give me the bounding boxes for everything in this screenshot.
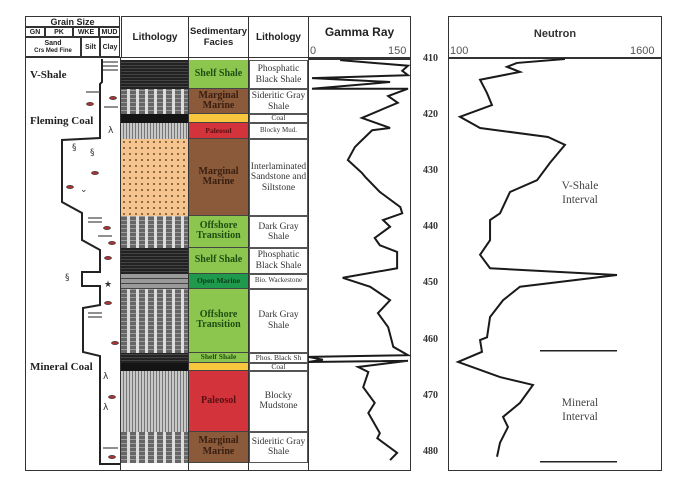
grain-sand-label: Sand — [44, 39, 62, 47]
gamma-ray-curve — [307, 59, 412, 461]
facies-unit: Marginal Marine — [189, 139, 248, 216]
neutron-header-divider — [448, 57, 662, 59]
grain-sand: Sand Crs Med Fine — [25, 37, 81, 57]
lithology-pattern-sandstone — [121, 139, 188, 216]
lithology-pattern-black-shale — [121, 352, 188, 363]
label-mineral-coal: Mineral Coal — [30, 361, 93, 373]
grain-sand-sub: Crs Med Fine — [34, 47, 72, 54]
gamma-max: 150 — [388, 45, 407, 57]
grain-size-outline — [61, 59, 120, 465]
mineral-interval-label: Mineral Interval — [561, 397, 599, 423]
siderite-nodule-icons — [66, 96, 119, 459]
grain-silt: Silt — [81, 37, 100, 57]
grain-mud: MUD — [99, 27, 120, 37]
lithology-description: Dark Gray Shale — [249, 288, 308, 353]
lithology-description: Bio. Wackestone — [249, 273, 308, 289]
facies-unit: Shelf Shale — [189, 60, 248, 90]
facies-unit — [189, 362, 248, 371]
depth-tick-label: 440 — [423, 221, 438, 233]
depth-tick-label: 430 — [423, 165, 438, 177]
lamination-icons — [86, 61, 118, 449]
lithology-description: Coal — [249, 114, 308, 123]
label-v-shale: V-Shale — [30, 69, 67, 81]
lithology-description: Phos. Black Sh — [249, 352, 308, 363]
lithology-pattern-coal — [121, 113, 188, 123]
lithology-pattern-black-shale — [121, 60, 188, 90]
lithology-pattern-mudstone — [121, 370, 188, 432]
depth-tick-label: 480 — [423, 445, 438, 457]
lithology-description: Interlaminated Sandstone and Siltstone — [249, 139, 308, 216]
lithology-description: Sideritic Gray Shale — [249, 89, 308, 114]
svg-text:⌄: ⌄ — [80, 185, 88, 195]
grain-clay: Clay — [100, 37, 120, 57]
lithology-pattern-black-shale — [121, 247, 188, 274]
facies-unit: Marginal Marine — [189, 431, 248, 463]
svg-text:★: ★ — [104, 280, 112, 290]
lithology-pattern-gray-shale — [121, 89, 188, 114]
lithology-pattern-coal — [121, 362, 188, 371]
label-fleming-coal: Fleming Coal — [30, 115, 94, 127]
lithology-description: Sideritic Gray Shale — [249, 431, 308, 463]
facies-unit: Shelf Shale — [189, 352, 248, 363]
lithology-description: Coal — [249, 362, 308, 371]
svg-text:§: § — [65, 273, 70, 283]
lithology-pattern-gray-shale — [121, 288, 188, 353]
neutron-min: 100 — [450, 45, 469, 57]
neutron-max: 1600 — [630, 45, 655, 57]
lithology-description: Blocky Mudstone — [249, 370, 308, 432]
svg-text:§: § — [90, 148, 95, 158]
lithology-description: Blocky Mud. — [249, 122, 308, 140]
grain-pk: PK — [45, 27, 73, 37]
lithology-description: Phosphatic Black Shale — [249, 60, 308, 90]
facies-unit: Shelf Shale — [189, 247, 248, 274]
depth-tick-label: 410 — [423, 53, 438, 64]
gamma-header: Gamma Ray — [308, 16, 411, 58]
depth-tick-label: 470 — [423, 389, 438, 401]
lithology-pattern-limestone — [121, 273, 188, 289]
facies-unit — [189, 113, 248, 123]
v-shale-interval-label: V-Shale Interval — [561, 180, 599, 206]
lithology-description: Phosphatic Black Shale — [249, 247, 308, 274]
grain-gn: GN — [25, 27, 45, 37]
lithology-pattern-gray-shale — [121, 215, 188, 248]
facies-unit: Marginal Marine — [189, 89, 248, 114]
neutron-header: Neutron — [533, 28, 577, 40]
neutron-curve — [455, 58, 618, 457]
gamma-min: 0 — [310, 45, 317, 57]
lithology-description: Dark Gray Shale — [249, 215, 308, 248]
neutron-track — [448, 16, 662, 471]
facies-unit: Offshore Transition — [189, 288, 248, 353]
facies-unit: Offshore Transition — [189, 215, 248, 248]
grain-wke: WKE — [73, 27, 99, 37]
depth-tick-label: 460 — [423, 333, 438, 345]
facies-unit: Paleosol — [189, 122, 248, 140]
facies-unit: Paleosol — [189, 370, 248, 432]
gamma-track — [308, 57, 411, 471]
depth-tick-label: 420 — [423, 109, 438, 121]
facies-unit: Open Marine — [189, 273, 248, 289]
grain-size-header: Grain Size — [25, 16, 120, 27]
depth-tick-label: 450 — [423, 277, 438, 289]
svg-text:§: § — [72, 143, 77, 153]
svg-text:λ: λ — [103, 372, 109, 382]
svg-text:λ: λ — [108, 126, 114, 136]
svg-text:λ: λ — [103, 403, 109, 413]
lithology-pattern-mudstone — [121, 122, 188, 140]
lithology-text-header: Lithology — [248, 16, 309, 58]
lithology-pattern-gray-shale — [121, 431, 188, 463]
trace-fossil-icons: § § ⌄ ★ λ λ λ § — [65, 126, 114, 413]
